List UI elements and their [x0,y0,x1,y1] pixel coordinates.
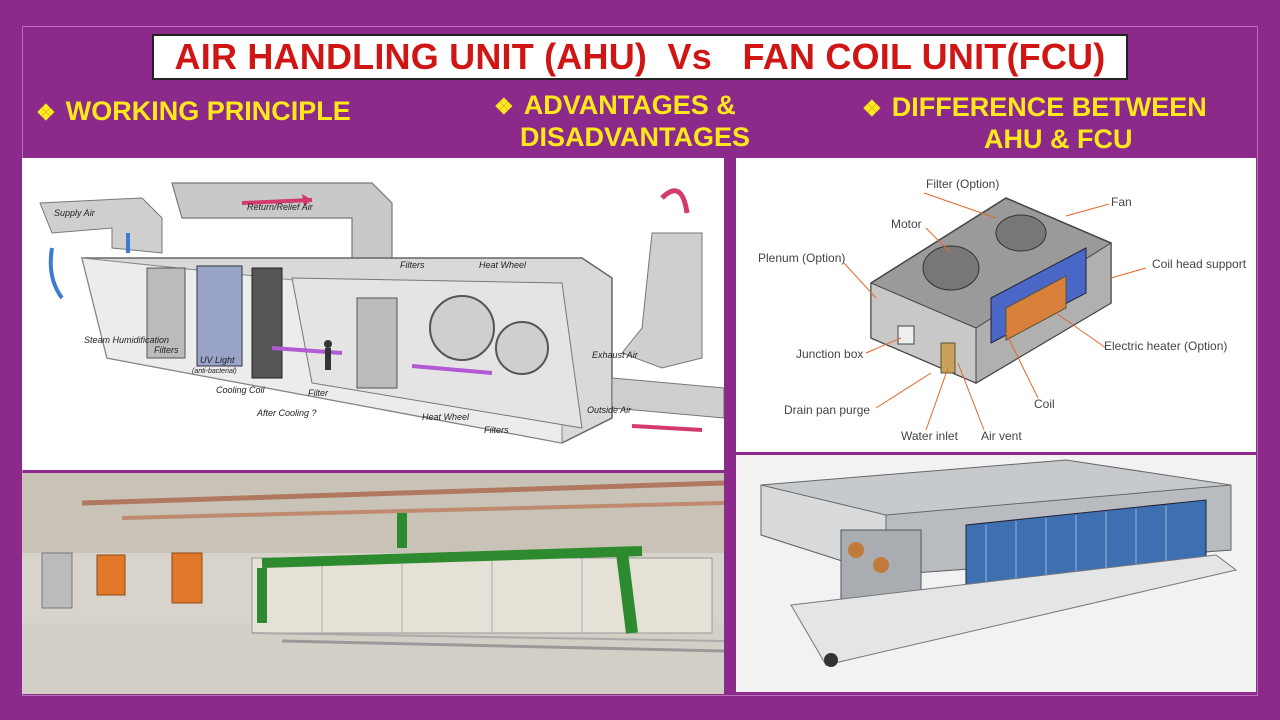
label-heat-wheel-top: Heat Wheel [479,260,527,270]
label-filters-top: Filters [400,260,425,270]
label-filters-left: Filters [154,345,179,355]
label-filter-option: Filter (Option) [926,177,999,191]
label-supply-air: Supply Air [54,208,96,218]
label-plenum-option: Plenum (Option) [758,251,845,265]
fcu-diagram: Filter (Option) Fan Motor Plenum (Option… [736,158,1256,452]
topic-label: DIFFERENCE BETWEEN [891,92,1207,122]
label-filters-bottom: Filters [484,425,509,435]
diamond-bullet-icon: ❖ [862,96,882,121]
label-coil-head-support: Coil head support [1152,257,1247,271]
topic-label: WORKING PRINCIPLE [65,96,351,126]
topic-advantages: ❖ ADVANTAGES & DISADVANTAGES [494,90,750,153]
label-coil: Coil [1034,397,1055,411]
label-electric-heater-option: Electric heater (Option) [1104,339,1227,353]
label-air-vent: Air vent [981,429,1022,443]
topic-difference: ❖ DIFFERENCE BETWEEN AHU & FCU [862,92,1207,155]
topic-label-line2: DISADVANTAGES [520,122,751,152]
label-return-relief-air: Return/Relief Air [247,202,314,212]
label-after-cooling: After Cooling ? [256,408,317,418]
topic-label-line2: AHU & FCU [984,124,1133,154]
diamond-bullet-icon: ❖ [36,100,56,125]
diamond-bullet-icon: ❖ [494,94,514,119]
fcu-photo [736,455,1256,692]
label-outside-air: Outside Air [587,405,632,415]
label-heat-wheel-bottom: Heat Wheel [422,412,470,422]
ahu-diagram: Supply Air Return/Relief Air Filters Hea… [22,158,724,470]
ahu-photo [22,473,724,694]
label-drain-pan-purge: Drain pan purge [784,403,870,417]
label-uv-light: UV Light [200,355,235,365]
label-anti-bacterial: (anti-bacterial) [192,368,237,375]
page-title: AIR HANDLING UNIT (AHU) Vs FAN COIL UNIT… [174,36,1106,77]
topic-working-principle: ❖ WORKING PRINCIPLE [36,96,351,128]
label-cooling-coil: Cooling Coil [216,385,266,395]
label-steam-humidification: Steam Humidification [84,335,169,345]
label-exhaust-air: Exhaust Air [592,350,639,360]
label-junction-box: Junction box [796,347,863,361]
label-fan: Fan [1111,195,1132,209]
topic-label: ADVANTAGES & [523,90,736,120]
label-water-inlet: Water inlet [901,429,959,443]
label-motor: Motor [891,217,922,231]
label-filter: Filter [308,388,329,398]
title-banner: AIR HANDLING UNIT (AHU) Vs FAN COIL UNIT… [152,34,1128,80]
